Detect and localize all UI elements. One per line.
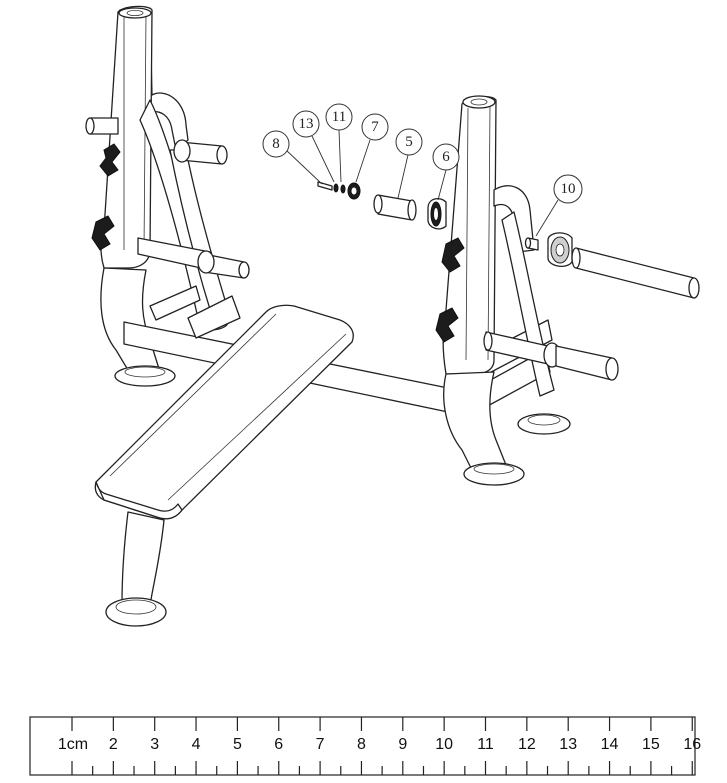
ruler-label: 14 [601,736,619,753]
right-upright [435,95,571,486]
ruler-label: 15 [642,736,660,753]
callout-5-label: 5 [405,134,413,150]
ruler-label: 2 [109,736,118,753]
ruler-label: 9 [398,736,407,753]
ruler-label: 16 [683,736,701,753]
ruler-label: 11 [477,736,494,753]
ruler-ticks [71,717,693,775]
callout-7: 7 [361,113,389,141]
callout-10: 10 [553,174,583,204]
callout-11-label: 11 [332,109,346,125]
callout-5: 5 [395,128,423,156]
right-storage-pegs [483,331,619,381]
callout-8: 8 [262,130,290,158]
ruler-label: 13 [559,736,577,753]
ruler: 1cm 2 3 4 5 6 7 8 9 10 11 12 13 14 15 16 [29,716,701,776]
ruler-frame [29,716,696,776]
callout-6-label: 6 [442,149,450,165]
bench [94,304,354,627]
ruler-label: 12 [518,736,536,753]
callout-leaders [285,129,559,237]
ruler-label: 10 [435,736,453,753]
ruler-label: 4 [192,736,201,753]
callout-6: 6 [432,143,460,171]
callout-7-label: 7 [371,119,379,135]
callout-11: 11 [325,103,353,131]
ruler-label: 6 [274,736,283,753]
ruler-label: 3 [150,736,159,753]
ruler-label: 7 [316,736,325,753]
exploded-parts [317,181,700,299]
ruler-label: 8 [357,736,366,753]
callout-13: 13 [292,110,320,138]
ruler-label-1cm: 1cm [58,736,88,753]
callout-10-label: 10 [561,181,576,197]
callout-8-label: 8 [272,136,280,152]
left-storage-pegs [85,117,250,279]
ruler-label: 5 [233,736,242,753]
callout-13-label: 13 [299,116,314,132]
ruler-labels: 2 3 4 5 6 7 8 9 10 11 12 13 14 15 16 [109,736,701,753]
